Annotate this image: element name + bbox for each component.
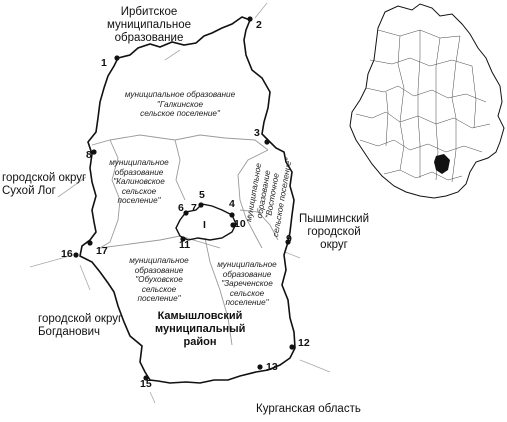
point-8: 8 xyxy=(86,149,92,161)
point-4: 4 xyxy=(229,198,235,210)
inset-map xyxy=(349,3,505,199)
mo-kalinovskoe-label: муниципальное образование "Калиновское с… xyxy=(109,158,169,205)
point-11: 11 xyxy=(179,239,191,251)
neighbor-pyshma-label: Пышминский городской округ xyxy=(298,213,370,251)
point-2: 2 xyxy=(256,19,262,31)
point-5: 5 xyxy=(199,189,205,201)
district-title: Камышловский муниципальный район xyxy=(155,310,246,348)
city-label: I xyxy=(203,219,206,231)
mo-galkinskoe-label: муниципальное образование "Галкинское се… xyxy=(124,90,236,118)
point-9: 9 xyxy=(286,233,292,245)
inset-highlight-district xyxy=(434,154,450,174)
point-7: 7 xyxy=(191,202,197,214)
neighbor-sukhoi-log-label: городской округ Сухой Лог xyxy=(2,172,87,197)
point-12: 12 xyxy=(298,337,310,349)
neighbor-bogdanovich-label: городской округ Богданович xyxy=(38,313,123,338)
point-1: 1 xyxy=(101,57,107,69)
point-6: 6 xyxy=(178,202,184,214)
point-17: 17 xyxy=(96,245,108,257)
city-outline xyxy=(175,203,237,241)
point-3: 3 xyxy=(254,127,260,139)
neighbor-leader-lines xyxy=(29,2,331,404)
neighbor-irbit-label: Ирбитское муниципальное образование xyxy=(106,6,192,44)
neighbor-kurgan-label: Курганская область xyxy=(256,403,361,415)
mo-zarechenskoe-label: муниципальное образование "Зареченское с… xyxy=(217,260,277,307)
inner-borders xyxy=(91,134,279,346)
mo-obukhovskoe-label: муниципальное образование "Обуховское се… xyxy=(129,256,189,303)
point-10: 10 xyxy=(234,218,246,230)
point-13: 13 xyxy=(266,361,278,373)
point-15: 15 xyxy=(140,378,152,390)
boundary-points xyxy=(73,16,295,381)
district-border xyxy=(79,16,296,384)
point-16: 16 xyxy=(61,248,73,260)
